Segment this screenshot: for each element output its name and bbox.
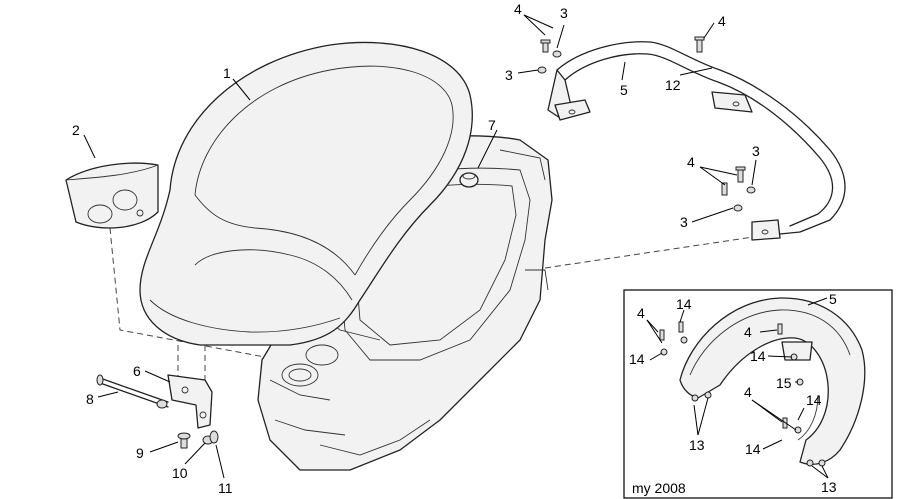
callouts: 1 2 7 4 3 3 5 4 12 4 3 3 6 8 9 10 11	[72, 1, 760, 496]
callout-6: 6	[133, 363, 141, 379]
inset-callout-14: 14	[629, 351, 645, 367]
hinge-small-parts	[177, 430, 219, 449]
callout-4: 4	[687, 154, 695, 170]
inset-callout-4: 4	[744, 324, 752, 340]
seat-hinge-bracket	[167, 374, 213, 429]
inset-callouts: 5 4 14 14 4 14 15 4 14 14 13 13 my 2008	[629, 291, 837, 496]
callout-3: 3	[560, 5, 568, 21]
inset-callout-4: 4	[637, 305, 645, 321]
inset-callout-13: 13	[689, 437, 705, 453]
inset-callout-14: 14	[745, 441, 761, 457]
seat	[139, 41, 473, 346]
inset-model-year-label: my 2008	[632, 480, 686, 496]
inset-leader-lines	[646, 297, 829, 479]
callout-2: 2	[72, 122, 80, 138]
callout-11: 11	[218, 480, 233, 496]
inset-screws	[659, 321, 826, 467]
inset-my2008: 5 4 14 14 4 14 15 4 14 14 13 13 my 2008	[623, 289, 893, 499]
callout-4: 4	[514, 1, 522, 17]
callout-5: 5	[620, 82, 628, 98]
callout-9: 9	[136, 445, 144, 461]
callout-10: 10	[172, 465, 188, 481]
hinge-bolt	[96, 374, 169, 409]
handle-screws	[537, 36, 756, 212]
inset-callout-4: 4	[744, 384, 752, 400]
callout-8: 8	[86, 391, 94, 407]
glove-box-lid	[65, 162, 159, 229]
callout-12: 12	[665, 77, 681, 93]
rubber-buffer	[459, 172, 479, 188]
inset-callout-14: 14	[676, 296, 692, 312]
leader-lines	[83, 14, 757, 479]
callout-4: 4	[718, 13, 726, 29]
inset-callout-14: 14	[750, 348, 766, 364]
inset-callout-5: 5	[829, 291, 837, 307]
callout-3: 3	[752, 143, 760, 159]
callout-3: 3	[680, 214, 688, 230]
inset-callout-13: 13	[821, 479, 837, 495]
alignment-dash-lines	[107, 207, 761, 385]
callout-1: 1	[223, 65, 231, 81]
grab-handle	[547, 41, 846, 241]
inset-callout-15: 15	[776, 375, 792, 391]
callout-7: 7	[488, 117, 496, 133]
callout-3: 3	[505, 67, 513, 83]
inset-callout-14: 14	[806, 392, 822, 408]
